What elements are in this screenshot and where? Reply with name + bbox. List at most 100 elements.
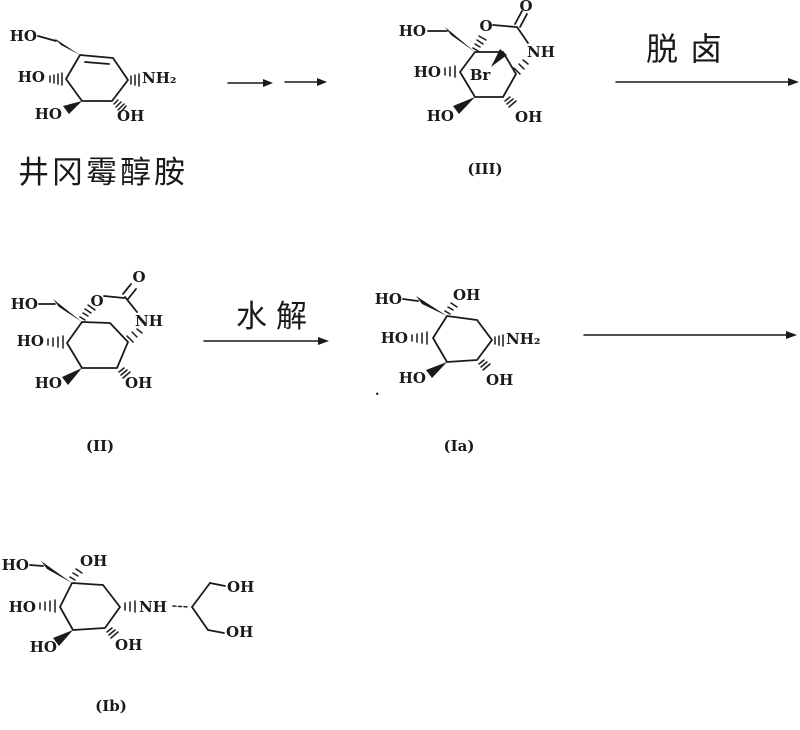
- atom-label-o-carbonyl: O: [132, 268, 145, 286]
- atom-label-nh: NH: [139, 598, 167, 616]
- structure-ia: HO OH NH₂ HO HO OH .: [375, 286, 541, 399]
- wedge-bond: [54, 38, 80, 55]
- hash-bond-left: [49, 72, 63, 86]
- hash-bond-left: [39, 599, 56, 613]
- reaction-arrow: [615, 78, 799, 86]
- hash-bond-left: [411, 331, 428, 345]
- chain-bonds: [191, 582, 226, 634]
- atom-label-oh-bottom: OH: [486, 371, 513, 389]
- atom-label-nh2: NH₂: [142, 69, 176, 87]
- wedge-bond: [53, 299, 82, 322]
- wedge-bond-br: [491, 49, 507, 67]
- reaction-label-hydrolysis: 水解: [236, 299, 316, 335]
- wedge-bond: [445, 27, 475, 52]
- atom-label-br: Br: [470, 66, 492, 84]
- atom-label-oh-bottom: OH: [125, 374, 152, 392]
- atom-label-ho-ch2: HO: [375, 290, 402, 308]
- atom-label-ho-bottom: HO: [427, 107, 454, 125]
- atom-label-o-carbonyl: O: [519, 0, 532, 15]
- wedge-bond: [62, 368, 82, 385]
- wedge-bond: [63, 101, 82, 114]
- hash-bond-ring-o: [472, 35, 487, 52]
- hash-bond-nh: [513, 59, 529, 75]
- atom-label-ho-ch2: HO: [2, 556, 29, 574]
- atom-label-oh-bottom: OH: [115, 636, 142, 654]
- atom-label-oh-top: OH: [453, 286, 480, 304]
- atom-label-ho-left: HO: [9, 598, 36, 616]
- atom-label-ho-left: HO: [414, 63, 441, 81]
- arrow-hydrolysis: [203, 337, 329, 345]
- double-bond: [84, 61, 110, 65]
- hash-bond-nh2: [130, 73, 140, 87]
- ring-bonds: [66, 321, 129, 369]
- atom-label-ho-left: HO: [17, 332, 44, 350]
- reaction-arrow: [203, 337, 329, 345]
- carbonyl-double-bond: [122, 283, 137, 300]
- structure-label-ib: (Ib): [95, 697, 127, 715]
- arrow-final: [583, 331, 797, 339]
- atom-label-nh: NH: [135, 312, 163, 330]
- structure-label-ia: (Ia): [443, 437, 475, 455]
- hash-bond-left: [47, 335, 64, 349]
- structure-valienamine: HO HO NH₂ HO OH: [10, 27, 177, 125]
- ring-bonds: [59, 582, 121, 631]
- arrow-dehalogenation: [615, 78, 799, 86]
- reaction-arrow: [284, 78, 327, 86]
- reaction-label-dehalogenation: 脱卤: [646, 30, 735, 68]
- atom-label-ho-bottom: HO: [35, 374, 62, 392]
- atom-label-nh: NH: [527, 43, 555, 61]
- atom-label-ho-ch2: HO: [399, 22, 426, 40]
- wedge-bond: [41, 561, 72, 583]
- wedge-bond: [453, 97, 475, 114]
- ring-bonds: [65, 54, 129, 102]
- atom-label-ho-bottom: HO: [399, 369, 426, 387]
- ii-bonds: [38, 283, 143, 385]
- hash-bond-oh: [478, 359, 491, 371]
- structure-ib: HO OH HO HO OH NH OH OH: [2, 552, 255, 656]
- hash-bond-oh-top: [444, 302, 458, 315]
- atom-label-oh-chain-bottom: OH: [226, 623, 253, 641]
- hash-bond-left: [444, 65, 456, 78]
- hash-bond-oh: [113, 99, 127, 114]
- hash-bond-nh-ch: [172, 605, 190, 608]
- atom-label-oh-bottom: OH: [117, 107, 144, 125]
- atom-label-oh-chain-top: OH: [227, 578, 254, 596]
- atom-label-ho-bottom: HO: [35, 105, 62, 123]
- structure-label-iii: (III): [467, 160, 503, 178]
- atom-label-o-ring: O: [479, 17, 492, 35]
- atom-label-ho-ch2: HO: [10, 27, 37, 45]
- wedge-bond: [416, 296, 447, 316]
- atom-label-ho-ch2: HO: [11, 295, 38, 313]
- wedge-bond: [53, 630, 73, 646]
- atom-label-oh-top: OH: [80, 552, 107, 570]
- hash-bond-nh: [126, 328, 143, 343]
- hash-bond-oh: [504, 96, 517, 108]
- compound-name-valienamine: 井冈霉醇胺: [18, 155, 188, 191]
- period-dot: .: [375, 384, 380, 399]
- ib-bonds: [29, 561, 226, 646]
- structure-iii: HO O O NH Br HO HO OH: [399, 0, 555, 126]
- atom-label-ho-bottom: HO: [30, 638, 57, 656]
- atom-label-o-ring: O: [90, 292, 103, 310]
- wedge-bond: [426, 362, 447, 378]
- hash-bond-oh: [106, 627, 119, 639]
- structure-ii: HO O O NH HO HO OH: [11, 268, 163, 392]
- hash-bond-nh: [124, 600, 136, 613]
- atom-label-nh2: NH₂: [506, 330, 540, 348]
- ring-bonds: [432, 315, 493, 363]
- hash-bond-oh: [118, 367, 131, 379]
- arrow-pair: [227, 78, 327, 87]
- reaction-arrow: [583, 331, 797, 339]
- structure-label-ii: (II): [85, 437, 115, 455]
- atom-label-ho-left: HO: [18, 68, 45, 86]
- atom-label-ho-left: HO: [381, 329, 408, 347]
- hash-bond-oh-top: [69, 568, 83, 581]
- hash-bond-ring-o: [79, 304, 96, 321]
- reaction-arrow: [227, 79, 273, 87]
- iii-bonds: [427, 10, 529, 114]
- carbonyl-double-bond: [514, 10, 528, 28]
- atom-label-oh-bottom: OH: [515, 108, 542, 126]
- ia-bonds: [402, 296, 504, 378]
- valienamine-bonds: [37, 35, 140, 114]
- hash-bond-nh2: [494, 334, 504, 347]
